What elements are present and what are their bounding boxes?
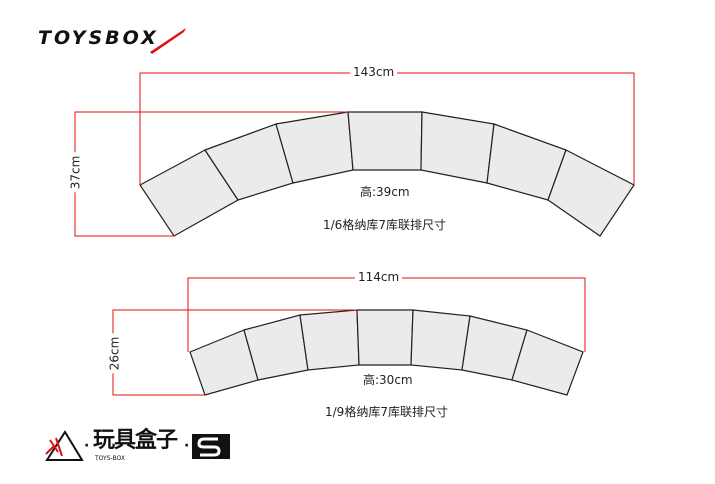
- large-depth-label: 37cm: [68, 152, 84, 193]
- toysbox-logo: TOYSBOX: [38, 27, 159, 49]
- footer-separator: ·: [184, 438, 190, 454]
- large-hangar-row: [139, 111, 635, 237]
- hangar-unit: [420, 111, 495, 184]
- logo-slash-icon: [150, 28, 186, 54]
- footer-s-logo-icon: [192, 434, 230, 459]
- small-width-label: 114cm: [355, 270, 403, 285]
- hangar-unit: [511, 329, 584, 396]
- hangar-unit: [547, 149, 635, 237]
- footer-chinese-logo: 玩具盒子: [93, 428, 178, 453]
- hangar-unit: [410, 309, 471, 371]
- large-caption: 1/6格纳库7库联排尺寸: [320, 218, 449, 233]
- large-height-label: 高:39cm: [360, 185, 410, 199]
- footer-separator: ·: [84, 438, 90, 454]
- small-hangar-row: [189, 309, 584, 396]
- footer-sub-text: TOYS-BOX: [95, 455, 125, 462]
- hangar-unit: [347, 111, 423, 171]
- small-height-label: 高:30cm: [363, 373, 413, 387]
- hangar-unit: [356, 309, 414, 366]
- small-depth-label: 26cm: [107, 333, 123, 374]
- hangar-unit: [299, 309, 360, 371]
- small-caption: 1/9格纳库7库联排尺寸: [322, 405, 451, 420]
- footer-triangle-logo-icon: [45, 430, 84, 461]
- large-width-label: 143cm: [350, 65, 398, 80]
